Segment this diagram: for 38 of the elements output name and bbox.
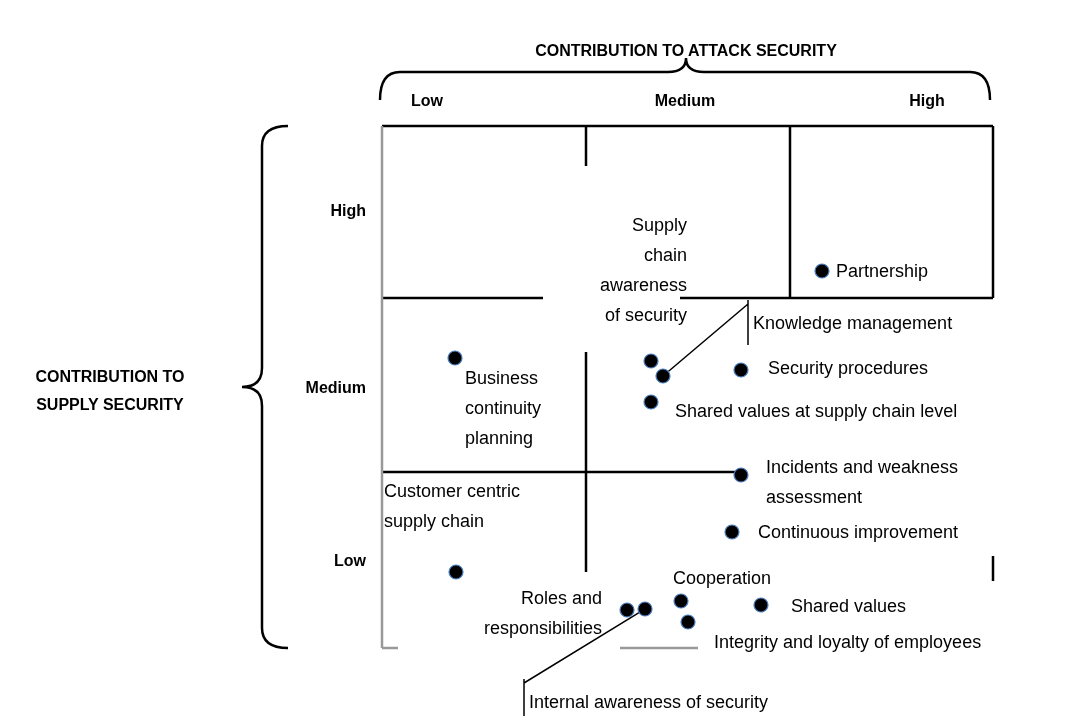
data-point	[753, 597, 769, 613]
column-label: Medium	[654, 92, 716, 109]
row-label: Medium	[305, 379, 366, 396]
data-point	[619, 602, 635, 618]
data-point	[637, 601, 653, 617]
data-point	[447, 350, 463, 366]
point-label: Roles and responsibilities	[483, 588, 602, 638]
point-label: Partnership	[836, 261, 929, 281]
data-point	[724, 524, 740, 540]
data-point	[733, 467, 749, 483]
point-label: Customer centric supply chain	[384, 481, 521, 531]
data-point	[643, 353, 659, 369]
point-label: Incidents and weakness assessment	[766, 457, 959, 507]
data-point	[673, 593, 689, 609]
data-point	[448, 564, 464, 580]
data-point	[643, 394, 659, 410]
column-label: Low	[411, 92, 443, 109]
point-label: Integrity and loyalty of employees	[714, 632, 982, 652]
leader-line	[523, 611, 640, 716]
point-label: Cooperation	[673, 568, 772, 588]
data-point	[733, 362, 749, 378]
point-label: Business continuity planning	[465, 368, 542, 448]
row-label: Low	[334, 552, 366, 569]
point-label: Security procedures	[768, 358, 929, 378]
row-label: High	[330, 202, 366, 219]
leader-line	[667, 299, 749, 373]
data-point	[814, 263, 830, 279]
point-label: Shared values	[791, 596, 907, 616]
point-label: Continuous improvement	[758, 522, 959, 542]
data-point	[680, 614, 696, 630]
point-label: Supply chain awareness of security	[599, 215, 687, 325]
data-point	[655, 368, 671, 384]
column-label: High	[909, 92, 945, 109]
axis-title: CONTRIBUTION TO ATTACK SECURITY	[535, 42, 837, 59]
axis-title: CONTRIBUTION TO SUPPLY SECURITY	[35, 368, 185, 413]
point-label: Shared values at supply chain level	[675, 401, 958, 421]
point-label: Knowledge management	[753, 308, 953, 338]
point-label: Internal awareness of security	[529, 687, 769, 716]
